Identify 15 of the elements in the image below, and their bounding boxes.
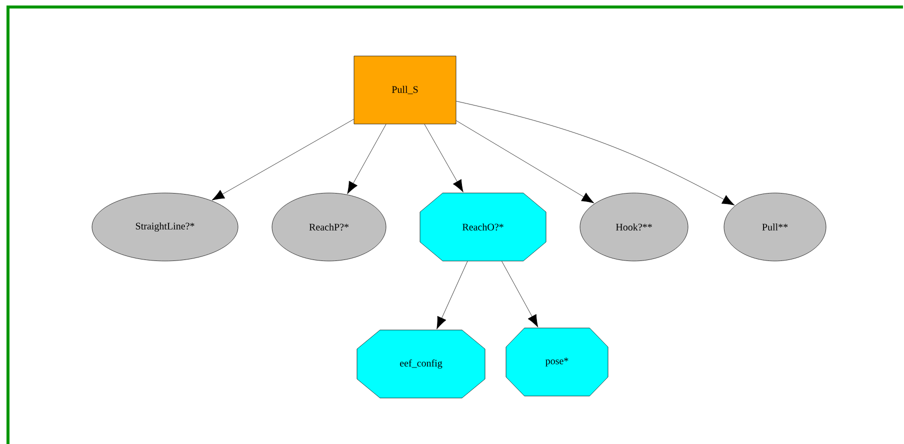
octagon-node: pose* — [506, 328, 608, 396]
arrow — [212, 118, 354, 200]
ellipse-node: ReachP?* — [272, 192, 386, 262]
arrow — [456, 100, 735, 206]
arrow — [347, 124, 386, 194]
octagon-node: eef_config — [356, 330, 486, 398]
process-box: Pull_S — [354, 56, 456, 124]
octagon-node: ReachO?* — [420, 192, 546, 262]
arrow — [502, 261, 538, 328]
arrow — [436, 261, 468, 330]
arrow — [424, 124, 464, 192]
ellipse-node: StraightLine?* — [92, 192, 238, 262]
ellipse-node: Hook?** — [580, 192, 688, 262]
ellipse-node: Pull** — [724, 192, 826, 262]
arrow — [456, 120, 594, 204]
